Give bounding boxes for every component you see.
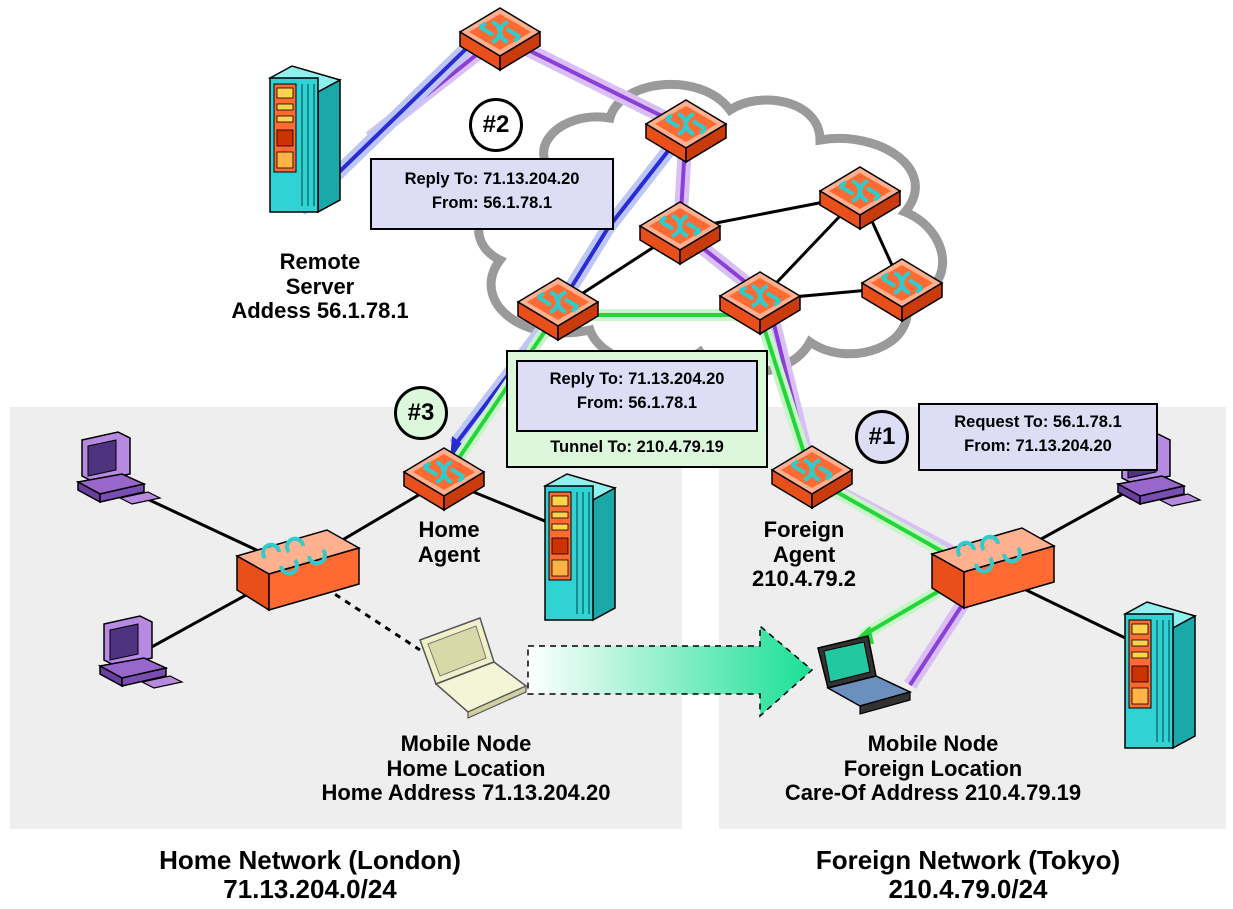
remote-server-line1: Remote: [279, 249, 361, 274]
foreign-agent-line3: 210.4.79.2: [752, 566, 856, 592]
step-1-label: #1: [868, 423, 896, 450]
mobile-home-line1: Mobile Node: [400, 731, 532, 756]
foreign-agent-line1: Foreign: [763, 517, 845, 542]
mobile-home-line3: Home Address 71.13.204.20: [321, 780, 611, 806]
mobile-home-line2: Home Location: [386, 755, 546, 781]
remote-server-line2: Server: [285, 273, 355, 299]
foreign-network-name: Foreign Network (Tokyo): [815, 845, 1121, 875]
home-agent-line2: Agent: [417, 541, 481, 567]
remote-server-line3: Addess 56.1.78.1: [231, 298, 409, 324]
home-agent-line1: Home: [418, 517, 480, 542]
mobile-foreign-line3: Care-Of Address 210.4.79.19: [784, 780, 1082, 806]
mobile-foreign-line1: Mobile Node: [867, 731, 999, 756]
step-3-badge: #3: [394, 386, 448, 440]
tunnel-packet-box: Reply To: 71.13.204.20 From: 56.1.78.1 T…: [506, 350, 768, 468]
home-server-icon: [544, 473, 616, 621]
request-from-text: From: 71.13.204.20: [964, 436, 1112, 455]
home-network-label: Home Network (London) 71.13.204.0/24: [110, 846, 510, 903]
inner-reply-packet: Reply To: 71.13.204.20 From: 56.1.78.1: [516, 360, 758, 432]
tunnel-reply-to-text: Reply To: 71.13.204.20: [549, 370, 725, 388]
step-3-label: #3: [407, 399, 435, 426]
reply-to-text: Reply To: 71.13.204.20: [404, 170, 580, 188]
mobile-foreign-line2: Foreign Location: [843, 755, 1023, 781]
laptop-foreign-icon: [817, 635, 913, 715]
foreign-agent-line2: Agent: [772, 541, 836, 567]
reply-packet-box: Reply To: 71.13.204.20 From: 56.1.78.1: [370, 158, 614, 230]
foreign-network-subnet: 210.4.79.0/24: [888, 873, 1048, 904]
request-packet-box: Request To: 56.1.78.1 From: 71.13.204.20: [918, 403, 1158, 471]
step-2-badge: #2: [469, 98, 523, 152]
home-network-name: Home Network (London): [159, 845, 461, 875]
mobile-node-foreign-label: Mobile Node Foreign Location Care-Of Add…: [718, 731, 1148, 806]
step-2-label: #2: [482, 111, 510, 138]
foreign-server-icon: [1124, 601, 1196, 749]
home-network-subnet: 71.13.204.0/24: [223, 873, 397, 904]
foreign-network-label: Foreign Network (Tokyo) 210.4.79.0/24: [748, 846, 1188, 903]
remote-server-label: Remote Server Addess 56.1.78.1: [190, 249, 450, 324]
step-1-badge: #1: [855, 410, 909, 464]
tunnel-to-text: Tunnel To: 210.4.79.19: [550, 438, 724, 456]
reply-from-text: From: 56.1.78.1: [431, 193, 553, 212]
move-arrow-icon: [527, 624, 814, 718]
remote-server-icon: [269, 65, 341, 213]
laptop-home-icon: [419, 617, 528, 719]
mobile-node-home-label: Mobile Node Home Location Home Address 7…: [246, 731, 686, 806]
foreign-agent-label: Foreign Agent 210.4.79.2: [734, 517, 874, 592]
request-to-text: Request To: 56.1.78.1: [954, 413, 1122, 431]
home-agent-label: Home Agent: [394, 517, 504, 567]
tunnel-from-text: From: 56.1.78.1: [576, 393, 698, 412]
